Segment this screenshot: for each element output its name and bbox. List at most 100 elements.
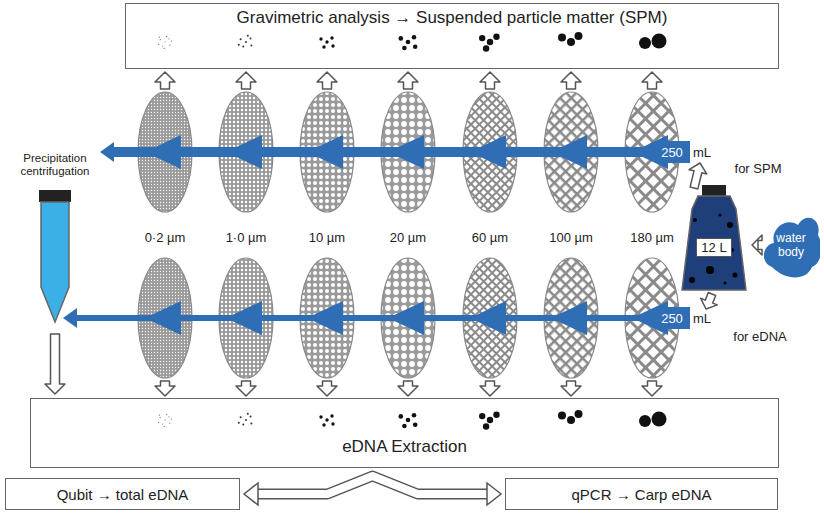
particle <box>250 415 252 417</box>
particle <box>164 419 165 420</box>
particle <box>247 413 249 415</box>
particle <box>413 45 418 50</box>
flow-head <box>226 135 262 169</box>
particle <box>250 45 252 47</box>
flow-head <box>551 135 587 169</box>
upward-arrow <box>561 72 581 89</box>
upward-arrow <box>317 72 337 89</box>
particle <box>164 426 165 427</box>
particle <box>322 45 325 48</box>
flow-head <box>551 301 587 335</box>
particle <box>575 32 583 40</box>
node-text: water body <box>767 231 815 259</box>
particle <box>402 424 407 429</box>
volume-box <box>655 307 690 329</box>
particle <box>733 273 738 278</box>
bottle-cap <box>702 185 726 196</box>
particle <box>719 214 722 217</box>
particle-icon <box>319 36 334 48</box>
water-bottle: 12 L <box>680 185 748 292</box>
flow-head <box>307 301 343 335</box>
analysis-box: Gravimetric analysis → Suspended particl… <box>125 3 779 69</box>
figure-label: 180 µm <box>630 230 674 245</box>
connector-outline <box>256 476 489 494</box>
particle-icon <box>479 34 500 52</box>
cloud-shape <box>764 218 820 278</box>
particle <box>479 35 485 41</box>
upward-arrow <box>236 72 256 89</box>
bottle-body <box>682 196 746 290</box>
particle-icon <box>238 35 253 48</box>
figure-label: 100 µm <box>549 230 593 245</box>
extraction-box: eDNA Extraction <box>30 398 779 468</box>
particle <box>245 419 247 421</box>
arrow-head <box>487 483 501 505</box>
node-text: qPCR → Carp eDNA <box>571 486 711 503</box>
particle <box>402 46 407 51</box>
flow-head <box>63 308 77 328</box>
particle <box>406 418 411 423</box>
particle-icon <box>238 413 253 426</box>
downward-arrow <box>398 381 418 396</box>
flow-head <box>145 135 181 169</box>
flow-head <box>388 301 424 335</box>
connector <box>752 235 762 255</box>
particle-icon <box>158 414 172 427</box>
arrow-head <box>244 483 258 505</box>
particle <box>567 416 575 424</box>
flow-head <box>470 135 506 169</box>
particle <box>168 38 169 39</box>
connector-arrow <box>752 235 762 255</box>
particle <box>575 410 583 418</box>
particle <box>399 414 404 419</box>
figure-label: for SPM <box>735 161 782 176</box>
tube-body <box>41 202 69 322</box>
node-text: Precipitation centrifugation <box>5 152 105 178</box>
volume-box <box>655 141 690 163</box>
particle-icon <box>399 35 418 50</box>
particle <box>558 34 566 42</box>
figure-label: 0·2 µm <box>145 230 186 245</box>
node-text: Qubit → total eDNA <box>57 486 189 503</box>
downward-arrow <box>236 381 256 396</box>
particle <box>493 412 499 418</box>
particle <box>487 39 493 45</box>
flow-head <box>100 142 114 162</box>
figure-label: mL <box>693 311 711 326</box>
particle-icon <box>639 412 667 428</box>
downward-arrow <box>480 381 500 396</box>
particle <box>250 37 252 39</box>
particle <box>487 417 493 423</box>
particle <box>325 40 328 43</box>
figure-label: mL <box>693 145 711 160</box>
particle <box>483 423 489 429</box>
particle-icon <box>639 34 667 50</box>
particle <box>652 34 667 49</box>
particle <box>242 424 244 426</box>
particle-icon <box>558 32 583 46</box>
particle <box>322 423 325 426</box>
particle <box>245 41 247 43</box>
water-body-cloud: water body <box>762 205 820 285</box>
particle <box>639 415 651 427</box>
connector-arrow <box>45 334 65 394</box>
centrifuge-tube: Precipitation centrifugation <box>5 152 105 330</box>
particle <box>158 422 159 423</box>
particle <box>479 413 485 419</box>
particle <box>413 423 418 428</box>
connector <box>244 476 501 505</box>
particle <box>169 45 170 46</box>
qubit-box: Qubit → total eDNA <box>5 478 240 510</box>
figure-label: 20 µm <box>390 230 426 245</box>
particle <box>325 418 328 421</box>
particle <box>158 44 159 45</box>
flow-head <box>388 135 424 169</box>
particle <box>247 35 249 37</box>
particle <box>399 36 404 41</box>
particle <box>319 415 322 418</box>
flow-head <box>226 301 262 335</box>
downward-arrow <box>642 381 662 396</box>
particle <box>159 415 160 416</box>
particle <box>160 39 161 40</box>
flow-arrow <box>100 135 690 169</box>
